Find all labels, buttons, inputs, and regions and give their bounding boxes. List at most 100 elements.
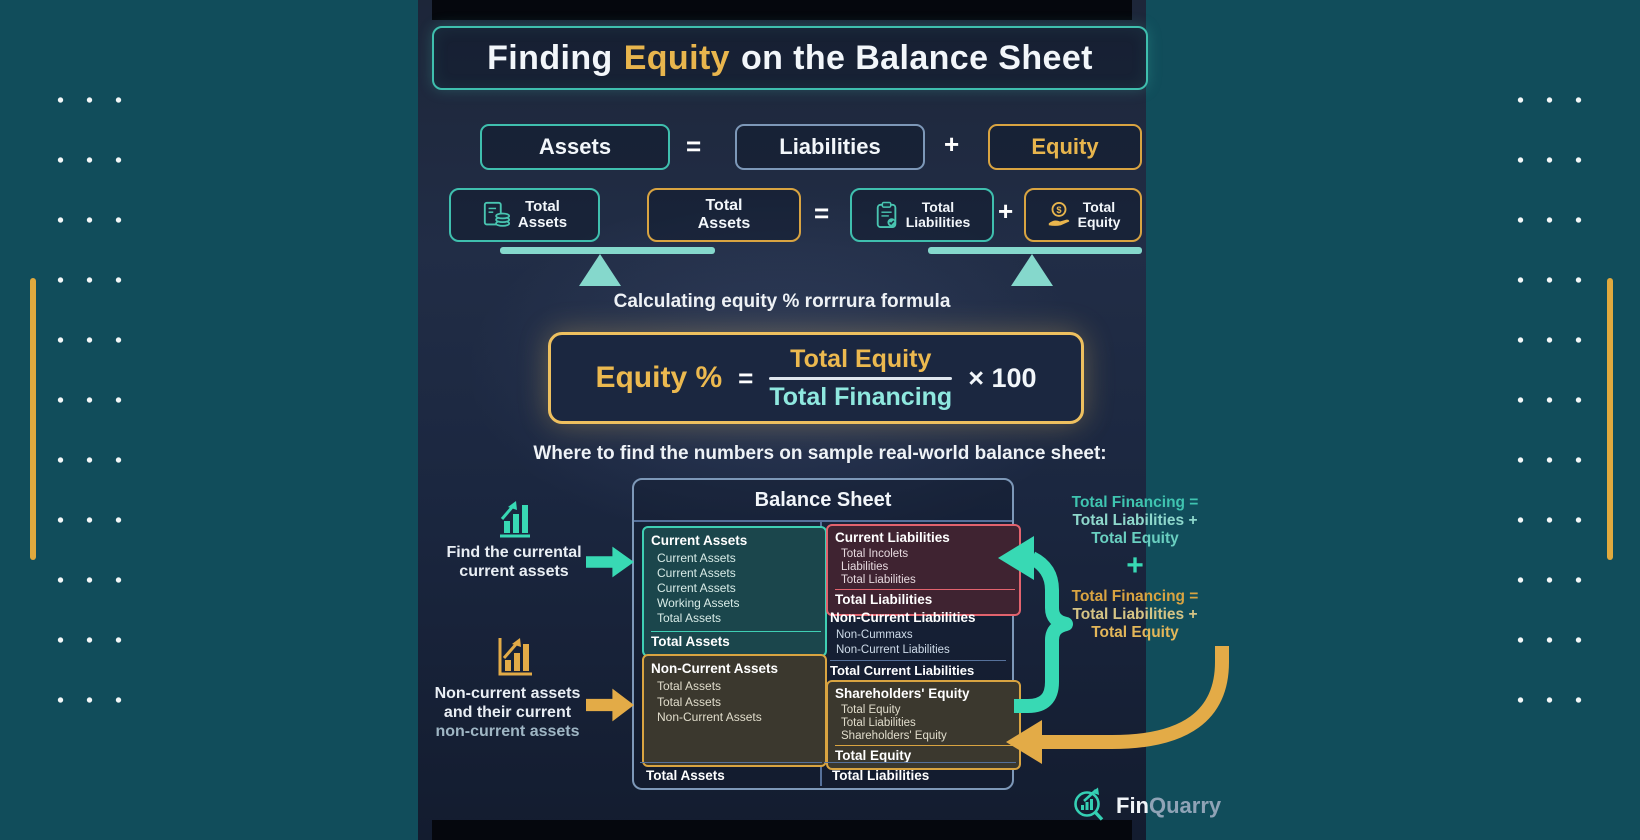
liabilities-label: Liabilities xyxy=(779,134,881,159)
bar-chart-up-icon xyxy=(500,501,530,538)
total-assets-1-label: Total Assets xyxy=(517,197,568,231)
page-title: Finding Equity on the Balance Sheet xyxy=(432,26,1148,90)
balance-fulcrum-right xyxy=(1011,254,1053,286)
liabilities-column-total: Total Liabilities xyxy=(824,762,1016,783)
line-item: Total Liabilities xyxy=(841,716,916,729)
section-divider xyxy=(835,589,1015,591)
top-letterbox-bar xyxy=(432,0,1132,20)
balance-sheet-diagram: Balance Sheet Current Assets Current Ass… xyxy=(632,478,1021,790)
equity-box: Equity xyxy=(988,124,1142,170)
line-item: Non-Current Assets xyxy=(657,710,762,724)
find-current-assets-note: Find the currental current assets xyxy=(446,544,582,580)
total-assets-box-2: Total Assets xyxy=(647,188,801,242)
finder-caption: Where to find the numbers on sample real… xyxy=(533,443,1107,464)
total-financing-note-gold: Total Financing = Total Liabilities + To… xyxy=(1071,588,1199,641)
gold-curve-arrow xyxy=(1040,646,1229,749)
total-liabilities-label: Total Liabilities xyxy=(905,198,971,230)
balance-sheet-title: Balance Sheet xyxy=(754,489,892,511)
assets-label: Assets xyxy=(538,134,612,159)
teal-brace-arrow xyxy=(1014,551,1073,713)
formula-fraction: Total Equity Total Financing xyxy=(769,344,953,412)
brand-logo: FinQuarry xyxy=(1072,786,1221,826)
line-item: Total Assets xyxy=(657,679,722,693)
non-current-assets-section: Non-Current Assets Total Assets Total As… xyxy=(642,654,827,767)
line-item: Total Assets xyxy=(657,611,722,625)
section-divider xyxy=(835,745,1015,747)
formula-equals: = xyxy=(738,362,754,393)
plus-sign: + xyxy=(944,129,960,159)
shareholders-equity-header: Shareholders' Equity xyxy=(835,686,970,701)
total-current-liabilities: Total Current Liabilities xyxy=(830,663,975,678)
non-current-liabilities-header: Non-Current Liabilities xyxy=(830,610,976,625)
total-equity-label: Total Equity xyxy=(1077,198,1121,230)
plus-sign-2: + xyxy=(998,196,1014,226)
title-highlight: Equity xyxy=(623,38,730,77)
total-assets-2-label: Total Assets xyxy=(697,197,751,232)
line-item: Total Incolets xyxy=(841,548,909,560)
total-liabilities-box: Total Liabilities xyxy=(850,188,994,242)
current-liabilities-header: Current Liabilities xyxy=(835,530,950,545)
connector-arrows xyxy=(998,536,1229,764)
gold-accent-bar-left xyxy=(30,278,36,560)
balance-beam-left xyxy=(500,247,715,254)
total-financing-note-teal: Total Financing = Total Liabilities + To… xyxy=(1071,494,1199,547)
non-current-assets-header: Non-Current Assets xyxy=(651,661,779,676)
teal-arrowhead xyxy=(998,536,1034,580)
current-liabilities-section: Current Liabilities Total Incolets Liabi… xyxy=(826,524,1021,616)
liabilities-box: Liabilities xyxy=(735,124,925,170)
title-pre: Finding xyxy=(487,38,613,77)
current-assets-header: Current Assets xyxy=(651,533,748,548)
total-equity-box: $ Total Equity xyxy=(1024,188,1142,242)
assets-box: Assets xyxy=(480,124,670,170)
svg-text:$: $ xyxy=(1056,205,1062,215)
formula-caption: Calculating equity % rorrrura formula xyxy=(613,291,951,312)
line-item: Total Liabilities xyxy=(841,573,916,586)
line-item: Non-Current Liabilities xyxy=(836,643,950,656)
assets-column-total: Total Assets xyxy=(640,762,822,783)
equity-label: Equity xyxy=(1031,134,1099,159)
formula-denominator: Total Financing xyxy=(769,382,953,411)
line-item: Shareholders' Equity xyxy=(841,729,947,742)
dot-grid-left xyxy=(46,70,136,732)
section-divider xyxy=(830,660,1006,661)
equals-sign-2: = xyxy=(814,198,830,228)
non-current-liabilities-section: Non-Current Liabilities Non-Cummaxs Non-… xyxy=(830,610,1006,678)
fraction-bar xyxy=(769,376,953,380)
shareholders-equity-section: Shareholders' Equity Total Equity Total … xyxy=(826,680,1021,770)
line-item: Current Assets xyxy=(657,551,736,565)
section-divider xyxy=(651,631,821,632)
line-item: Non-Cummaxs xyxy=(836,629,913,641)
non-current-assets-note: Non-current assets and their current non… xyxy=(434,685,581,740)
line-item: Total Equity xyxy=(841,704,901,716)
line-item: Working Assets xyxy=(657,596,740,610)
magnifier-chart-icon xyxy=(1074,787,1104,821)
balance-fulcrum-left xyxy=(579,254,621,286)
ledger-coins-icon xyxy=(483,201,510,227)
line-item: Total Assets xyxy=(657,694,722,709)
current-assets-section: Current Assets Current Assets Current As… xyxy=(642,526,827,657)
gold-arrowhead xyxy=(1006,720,1042,764)
brand-name: FinQuarry xyxy=(1116,793,1222,818)
current-assets-total: Total Assets xyxy=(651,634,730,649)
hand-dollar-icon: $ xyxy=(1048,202,1069,226)
clipboard-check-icon xyxy=(876,201,896,229)
framed-bar-chart-icon xyxy=(498,638,532,676)
line-item: Liabilities xyxy=(841,560,889,573)
equals-sign: = xyxy=(686,131,702,161)
formula-multiplier: × 100 xyxy=(968,362,1037,393)
formula-lhs: Equity % xyxy=(595,361,723,394)
line-item: Current Assets xyxy=(657,566,736,580)
title-post: on the Balance Sheet xyxy=(740,38,1093,77)
line-item: Current Assets xyxy=(657,581,736,595)
gold-accent-bar-right xyxy=(1607,278,1613,560)
header-divider xyxy=(634,520,1012,522)
total-assets-box-1: Total Assets xyxy=(449,188,600,242)
current-liabilities-total: Total Liabilities xyxy=(835,592,933,608)
equity-formula-box: Equity % = Total Equity Total Financing … xyxy=(548,332,1084,424)
plus-sign-right: + xyxy=(1126,549,1144,582)
dot-grid-right xyxy=(1506,70,1596,732)
bottom-letterbox-bar xyxy=(432,820,1132,840)
shareholders-equity-total: Total Equity xyxy=(835,748,912,764)
balance-beam-right xyxy=(928,247,1142,254)
formula-numerator: Total Equity xyxy=(790,344,932,373)
